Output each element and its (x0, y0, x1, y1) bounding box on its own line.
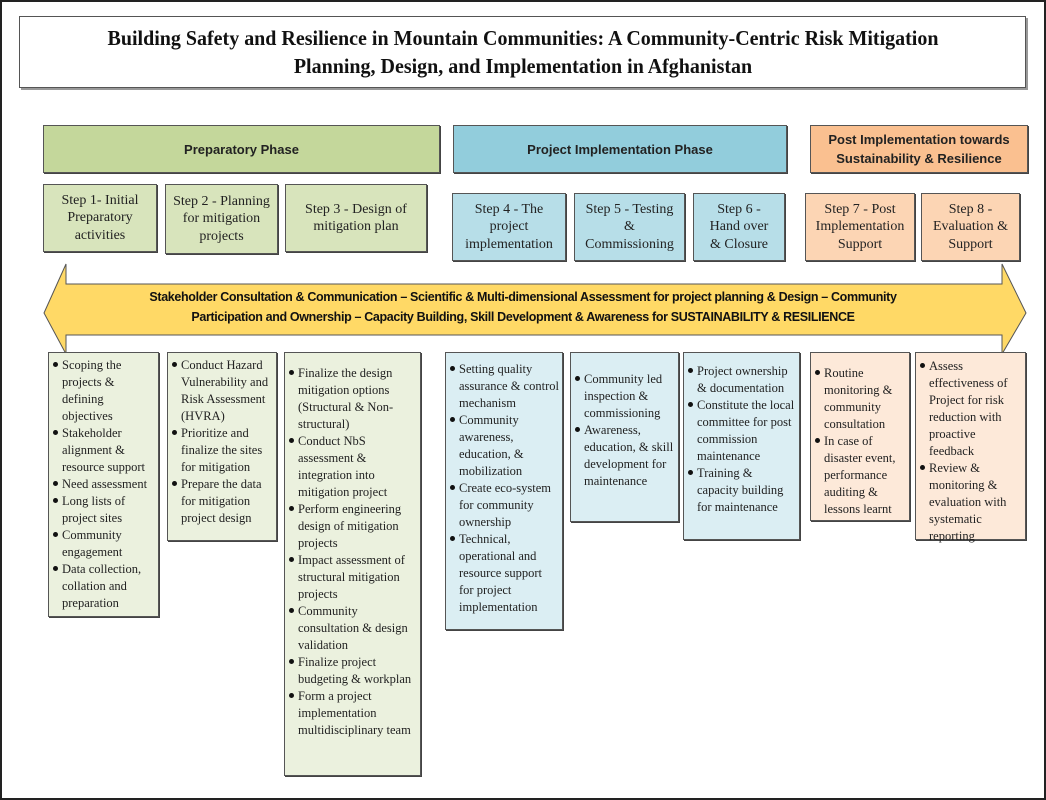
double-arrow-shape (43, 263, 1027, 356)
phase-label: Preparatory Phase (184, 141, 299, 157)
title-box: Building Safety and Resilience in Mounta… (19, 16, 1026, 88)
phase-post-implementation: Post Implementation towards Sustainabili… (810, 125, 1028, 173)
banner-line-1: Stakeholder Consultation & Communication… (149, 290, 897, 304)
step-1-list: Scoping the projects & defining objectiv… (52, 357, 155, 612)
step-7-details: Routine monitoring & community consultat… (810, 352, 910, 521)
list-item: Finalize project budgeting & workplan (288, 654, 417, 688)
list-item: Awareness, education, & skill developmen… (574, 422, 675, 490)
step-2-details: Conduct Hazard Vulnerability and Risk As… (167, 352, 277, 541)
step-5-list: Community led inspection & commissioning… (574, 371, 675, 490)
step-label: Step 5 - Testing & Commissioning (585, 201, 674, 252)
list-item: Long lists of project sites (52, 493, 155, 527)
list-item: Stakeholder alignment & resource support (52, 425, 155, 476)
step-4-details: Setting quality assurance & control mech… (445, 352, 563, 630)
list-item: Community consultation & design validati… (288, 603, 417, 654)
phase-implementation: Project Implementation Phase (453, 125, 787, 173)
step-5: Step 5 - Testing & Commissioning (574, 193, 685, 261)
list-item: Conduct NbS assessment & integration int… (288, 433, 417, 501)
step-label: Step 4 - The project implementation (465, 201, 553, 252)
banner-text: Stakeholder Consultation & Communication… (80, 287, 966, 327)
step-6: Step 6 - Hand over & Closure (693, 193, 785, 261)
step-label: Step 1- Initial Preparatory activities (61, 192, 139, 243)
list-item: Data collection, collation and preparati… (52, 561, 155, 612)
list-item: Community awareness, education, & mobili… (449, 412, 559, 480)
list-item: Training & capacity building for mainten… (687, 465, 796, 516)
step-5-details: Community led inspection & commissioning… (570, 352, 679, 522)
list-item: Prepare the data for mitigation project … (171, 476, 273, 527)
list-item: Conduct Hazard Vulnerability and Risk As… (171, 357, 273, 425)
list-item: Community engagement (52, 527, 155, 561)
list-item: Form a project implementation multidisci… (288, 688, 417, 739)
list-item: Constitute the local committee for post … (687, 397, 796, 465)
step-7-list: Routine monitoring & community consultat… (814, 365, 906, 518)
list-item: In case of disaster event, performance a… (814, 433, 906, 518)
list-item: Community led inspection & commissioning (574, 371, 675, 422)
list-item: Perform engineering design of mitigation… (288, 501, 417, 552)
list-item: Project ownership & documentation (687, 363, 796, 397)
list-item: Scoping the projects & defining objectiv… (52, 357, 155, 425)
phase-label: Project Implementation Phase (527, 141, 713, 157)
list-item: Prioritize and finalize the sites for mi… (171, 425, 273, 476)
step-8-list: Assess effectiveness of Project for risk… (919, 358, 1022, 545)
step-7: Step 7 - Post Implementation Support (805, 193, 915, 261)
step-label: Step 2 - Planning for mitigation project… (173, 193, 270, 244)
step-label: Step 7 - Post Implementation Support (815, 201, 905, 252)
list-item: Review & monitoring & evaluation with sy… (919, 460, 1022, 545)
list-item: Assess effectiveness of Project for risk… (919, 358, 1022, 460)
step-label: Step 3 - Design of mitigation plan (305, 201, 407, 235)
list-item: Finalize the design mitigation options (… (288, 365, 417, 433)
step-8: Step 8 - Evaluation & Support (921, 193, 1020, 261)
phase-preparatory: Preparatory Phase (43, 125, 440, 173)
step-3: Step 3 - Design of mitigation plan (285, 184, 427, 252)
step-8-details: Assess effectiveness of Project for risk… (915, 352, 1026, 543)
step-6-details: Project ownership & documentation Consti… (683, 352, 800, 540)
step-label: Step 6 - Hand over & Closure (709, 201, 769, 252)
list-item: Technical, operational and resource supp… (449, 531, 559, 616)
step-2-list: Conduct Hazard Vulnerability and Risk As… (171, 357, 273, 527)
list-item: Routine monitoring & community consultat… (814, 365, 906, 433)
list-item: Create eco-system for community ownershi… (449, 480, 559, 531)
step-1: Step 1- Initial Preparatory activities (43, 184, 157, 252)
step-3-list: Finalize the design mitigation options (… (288, 365, 417, 739)
step-4: Step 4 - The project implementation (452, 193, 566, 261)
step-6-list: Project ownership & documentation Consti… (687, 363, 796, 516)
step-label: Step 8 - Evaluation & Support (932, 201, 1009, 252)
step-1-details: Scoping the projects & defining objectiv… (48, 352, 159, 617)
banner-line-2: Participation and Ownership – Capacity B… (191, 310, 855, 324)
step-4-list: Setting quality assurance & control mech… (449, 361, 559, 616)
step-3-details: Finalize the design mitigation options (… (284, 352, 421, 776)
phase-label: Post Implementation towards Sustainabili… (828, 132, 1010, 166)
list-item: Impact assessment of structural mitigati… (288, 552, 417, 603)
step-2: Step 2 - Planning for mitigation project… (165, 184, 278, 254)
list-item: Need assessment (52, 476, 155, 493)
diagram-title: Building Safety and Resilience in Mounta… (107, 26, 938, 78)
list-item: Setting quality assurance & control mech… (449, 361, 559, 412)
